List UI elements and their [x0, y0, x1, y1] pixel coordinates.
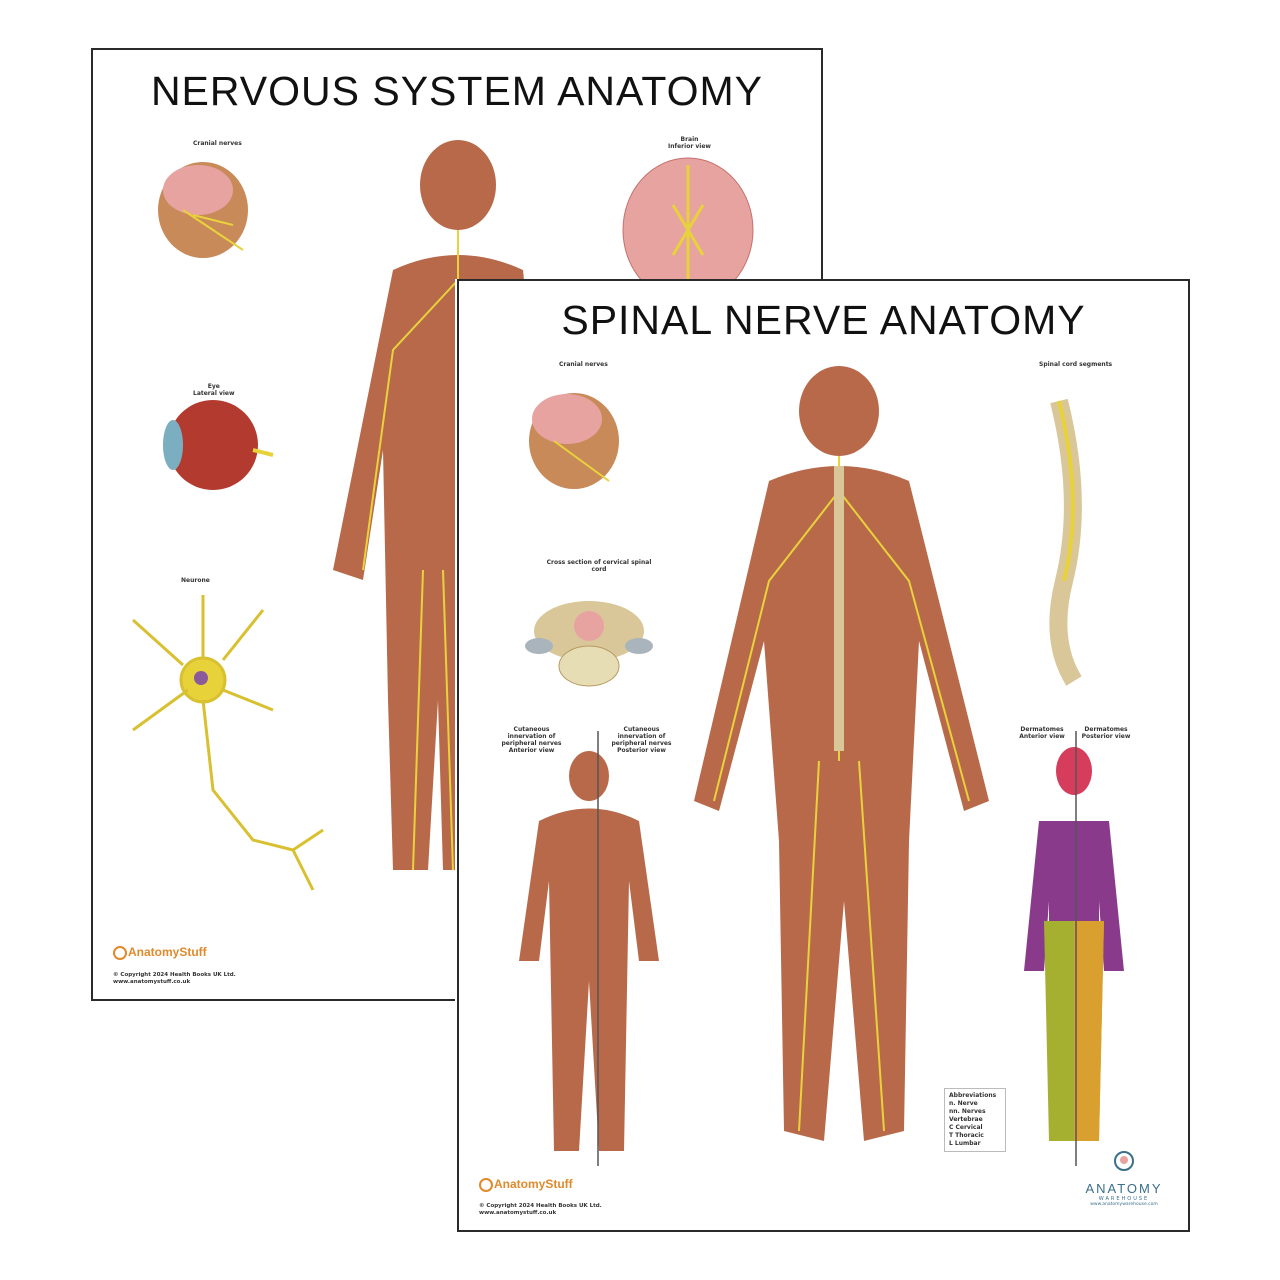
brand-url: www.anatomywarehouse.com — [1090, 1202, 1158, 1207]
section-label-dermatomes-posterior: Dermatomes Posterior view — [1081, 726, 1131, 740]
copyright: © Copyright 2024 Health Books UK Ltd.www… — [113, 972, 236, 986]
copyright-text: © Copyright 2024 Health Books UK Ltd. — [479, 1203, 602, 1209]
section-label-cranial: Cranial nerves — [559, 361, 608, 368]
section-label-cranial: Cranial nerves — [193, 140, 242, 147]
abbreviation-item: n. Nerve — [949, 1100, 978, 1107]
dermatome-figures — [1024, 731, 1124, 1166]
copyright: © Copyright 2024 Health Books UK Ltd.www… — [479, 1203, 602, 1217]
poster-title: SPINAL NERVE ANATOMY — [561, 297, 1086, 343]
brand-sub: WAREHOUSE — [1098, 1196, 1150, 1202]
poster-title: NERVOUS SYSTEM ANATOMY — [150, 68, 764, 114]
spinal-cord-illustration — [1049, 398, 1082, 686]
neurone-illustration — [131, 595, 324, 891]
head-illustration — [529, 393, 619, 489]
url-text: www.anatomystuff.co.uk — [113, 979, 191, 985]
section-label-dermatomes-anterior: Dermatomes Anterior view — [1019, 726, 1065, 740]
abbreviation-item: C Cervical — [949, 1124, 983, 1131]
logo-icon — [479, 1177, 493, 1192]
section-label-cutaneous-posterior: Cutaneous innervation of peripheral nerv… — [611, 726, 672, 754]
anatomystuff-logo: AnatomyStuff — [113, 945, 207, 960]
abbreviation-item: T Thoracic — [949, 1132, 984, 1139]
copyright-text: © Copyright 2024 Health Books UK Ltd. — [113, 972, 236, 978]
section-label-cross-section: Cross section of cervical spinal cord — [546, 559, 652, 573]
cutaneous-figures — [519, 731, 659, 1166]
anatomystuff-logo: AnatomyStuff — [479, 1177, 573, 1192]
head-illustration — [158, 162, 248, 258]
logo-text: AnatomyStuff — [494, 1177, 573, 1191]
brand-name: ANATOMY — [1085, 1181, 1163, 1196]
spinal-illustrations — [519, 366, 1124, 1166]
logo-icon — [113, 945, 127, 960]
abbreviation-item: Vertebrae — [949, 1116, 983, 1123]
abbreviations-box: Abbreviations n. Nerve nn. Nerves Verteb… — [944, 1088, 1006, 1152]
section-label-neurone: Neurone — [181, 577, 210, 584]
eye-illustration — [163, 400, 274, 490]
cross-section-illustration — [525, 601, 653, 687]
section-label-eye: Eye Lateral view — [193, 383, 235, 397]
abbreviation-item: L Lumbar — [949, 1140, 981, 1147]
spinal-nerve-poster: SPINAL NERVE ANATOMY Cranial nerves Spin… — [457, 279, 1190, 1232]
section-label-spinal-cord: Spinal cord segments — [1039, 361, 1113, 368]
logo-text: AnatomyStuff — [128, 945, 207, 959]
anatomy-warehouse-logo: ANATOMY WAREHOUSE www.anatomywarehouse.c… — [1079, 1151, 1169, 1207]
posterior-body-illustration — [694, 366, 989, 1141]
abbreviation-item: nn. Nerves — [949, 1108, 986, 1115]
head-logo-icon — [1114, 1151, 1134, 1171]
section-label-cutaneous-anterior: Cutaneous innervation of peripheral nerv… — [501, 726, 562, 754]
section-label-brain: Brain Inferior view — [668, 136, 711, 150]
abbreviations-heading: Abbreviations — [949, 1092, 997, 1099]
url-text: www.anatomystuff.co.uk — [479, 1210, 557, 1216]
